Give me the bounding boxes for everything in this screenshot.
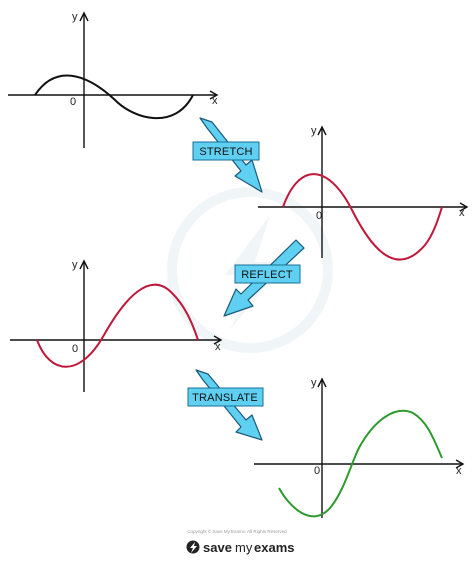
footer: Copyright © Save My Exams. All Rights Re… (186, 528, 294, 555)
y-axis-label: y (311, 125, 317, 137)
origin-label: 0 (314, 465, 320, 477)
reflect-label-box (234, 264, 301, 284)
copyright-text: Copyright © Save My Exams. All Rights Re… (187, 528, 287, 534)
step-stretch: STRETCH (192, 117, 263, 193)
x-axis-label: x (456, 465, 462, 477)
y-axis-label: y (311, 377, 317, 389)
curve-original (34, 74, 194, 120)
brand-my: my (235, 540, 253, 555)
graph-translated: y x 0 (254, 377, 465, 518)
y-axis-arrowhead (79, 259, 89, 270)
x-axis-label: x (215, 341, 221, 353)
brand-exams: exams (254, 540, 294, 555)
y-axis-arrowhead (79, 11, 89, 22)
x-axis-label: x (459, 207, 465, 219)
translate-label-box (187, 387, 264, 407)
x-axis-arrowhead (459, 202, 469, 212)
step-translate: TRANSLATE (187, 369, 264, 441)
graph-stretched: y x 0 (258, 125, 469, 261)
brand-logo: save my exams (186, 540, 294, 555)
origin-label: 0 (316, 210, 322, 222)
step-reflect: REFLECT (223, 239, 305, 317)
brand-save: save (203, 540, 232, 555)
reflect-label: REFLECT (241, 269, 293, 281)
curve-reflected (36, 283, 199, 368)
origin-label: 0 (70, 96, 76, 108)
x-axis-arrowhead (209, 90, 219, 100)
graph-reflected: y x 0 (10, 259, 223, 392)
y-axis-label: y (72, 259, 78, 271)
stretch-label-box (192, 141, 260, 161)
y-axis-label: y (72, 11, 78, 23)
stretch-label: STRETCH (199, 146, 252, 158)
curve-stretched (282, 173, 443, 261)
x-axis-arrowhead (213, 335, 223, 345)
origin-label: 0 (72, 343, 78, 355)
y-axis-arrowhead (317, 125, 327, 136)
graph-original: y x 0 (8, 11, 219, 148)
y-axis-arrowhead (317, 377, 327, 388)
x-axis-label: x (212, 95, 218, 107)
translate-label: TRANSLATE (192, 392, 258, 404)
x-axis-arrowhead (455, 459, 465, 469)
lightning-icon (190, 542, 197, 553)
curve-translated (278, 409, 443, 518)
